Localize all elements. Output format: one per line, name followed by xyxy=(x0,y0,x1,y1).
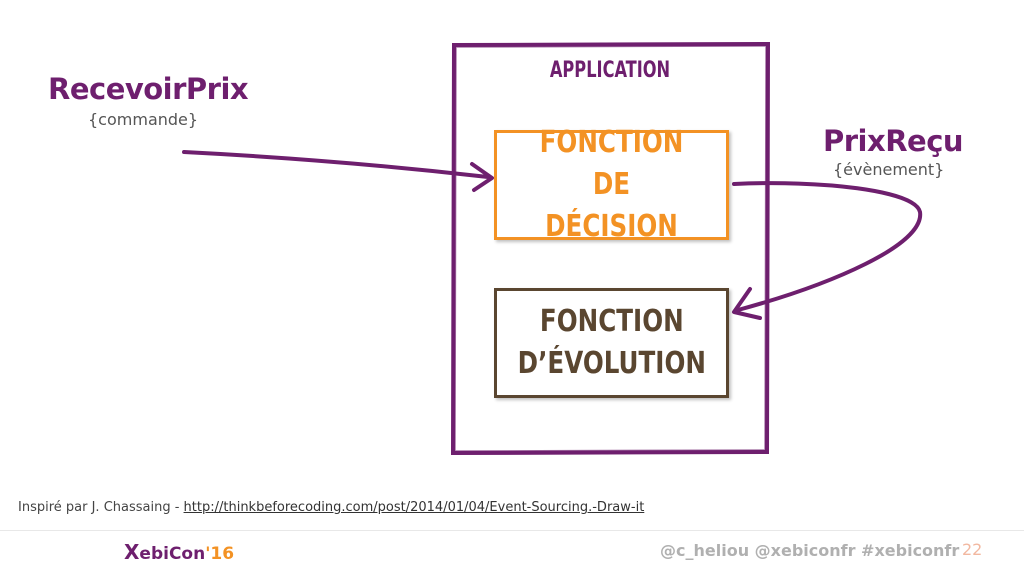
footer-divider xyxy=(0,530,1024,531)
logo-year: '16 xyxy=(205,544,235,564)
evolution-line-2: d’évolution xyxy=(517,346,706,381)
decision-line-1: Fonction de xyxy=(539,125,684,202)
credit-prefix: Inspiré par J. Chassaing - xyxy=(18,500,184,515)
application-frame-inner xyxy=(454,45,767,452)
event-arrowhead xyxy=(732,287,762,320)
event-subtitle: {évènement} xyxy=(833,160,945,179)
command-subtitle: {commande} xyxy=(88,110,199,129)
evolution-function-box: Fonction d’évolution xyxy=(494,288,729,398)
logo-name: ebiCon xyxy=(139,544,206,564)
footer-handles: @c_heliou @xebiconfr #xebiconfr xyxy=(660,541,960,560)
credit-text: Inspiré par J. Chassaing - http://thinkb… xyxy=(18,500,644,515)
command-title: RecevoirPrix xyxy=(48,72,249,106)
application-label: Application xyxy=(549,58,671,83)
application-frame xyxy=(450,41,771,456)
logo-x: X xyxy=(124,540,140,564)
decision-function-box: Fonction de décision xyxy=(494,125,729,244)
event-title: PrixReçu xyxy=(823,124,964,158)
decision-line-2: décision xyxy=(545,209,678,244)
event-arrow xyxy=(732,181,923,312)
credit-link[interactable]: http://thinkbeforecoding.com/post/2014/0… xyxy=(183,500,645,515)
command-arrowhead xyxy=(470,162,494,192)
command-arrow xyxy=(182,150,490,179)
page-number: 22 xyxy=(962,540,983,559)
evolution-line-1: Fonction xyxy=(539,304,684,339)
xebicon-logo: XebiCon'16 xyxy=(124,540,234,564)
